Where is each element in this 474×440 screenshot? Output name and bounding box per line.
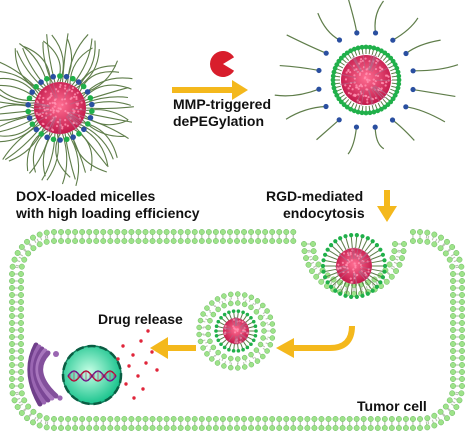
tumor-cell-membrane: [9, 229, 465, 431]
mmp-enzyme-icon: [210, 51, 235, 78]
process-arrows: [150, 80, 397, 359]
depegylated-micelle: [274, 0, 459, 155]
dox-loaded-micelles-label: DOX-loaded micelles: [16, 188, 156, 204]
rgd-mediated-label: RGD-mediated: [266, 188, 364, 204]
dox-loaded-micelle: [0, 33, 134, 187]
depegylation-label: dePEGylation: [173, 113, 265, 129]
mmp-triggered-label: MMP-triggered: [173, 96, 271, 112]
loading-efficiency-label: with high loading efficiency: [16, 205, 200, 221]
released-drug-dots: [116, 329, 159, 400]
tumor-cell-label: Tumor cell: [357, 398, 427, 414]
cell-nucleus-icon: [61, 344, 123, 406]
endocytosed-micelle: [320, 233, 388, 299]
endosome-vesicle: [196, 291, 276, 371]
drug-release-label: Drug release: [98, 311, 183, 327]
endocytosis-label: endocytosis: [283, 205, 365, 221]
endocytosis-membrane-pocket: [301, 241, 407, 297]
golgi-apparatus-icon: [27, 342, 63, 407]
